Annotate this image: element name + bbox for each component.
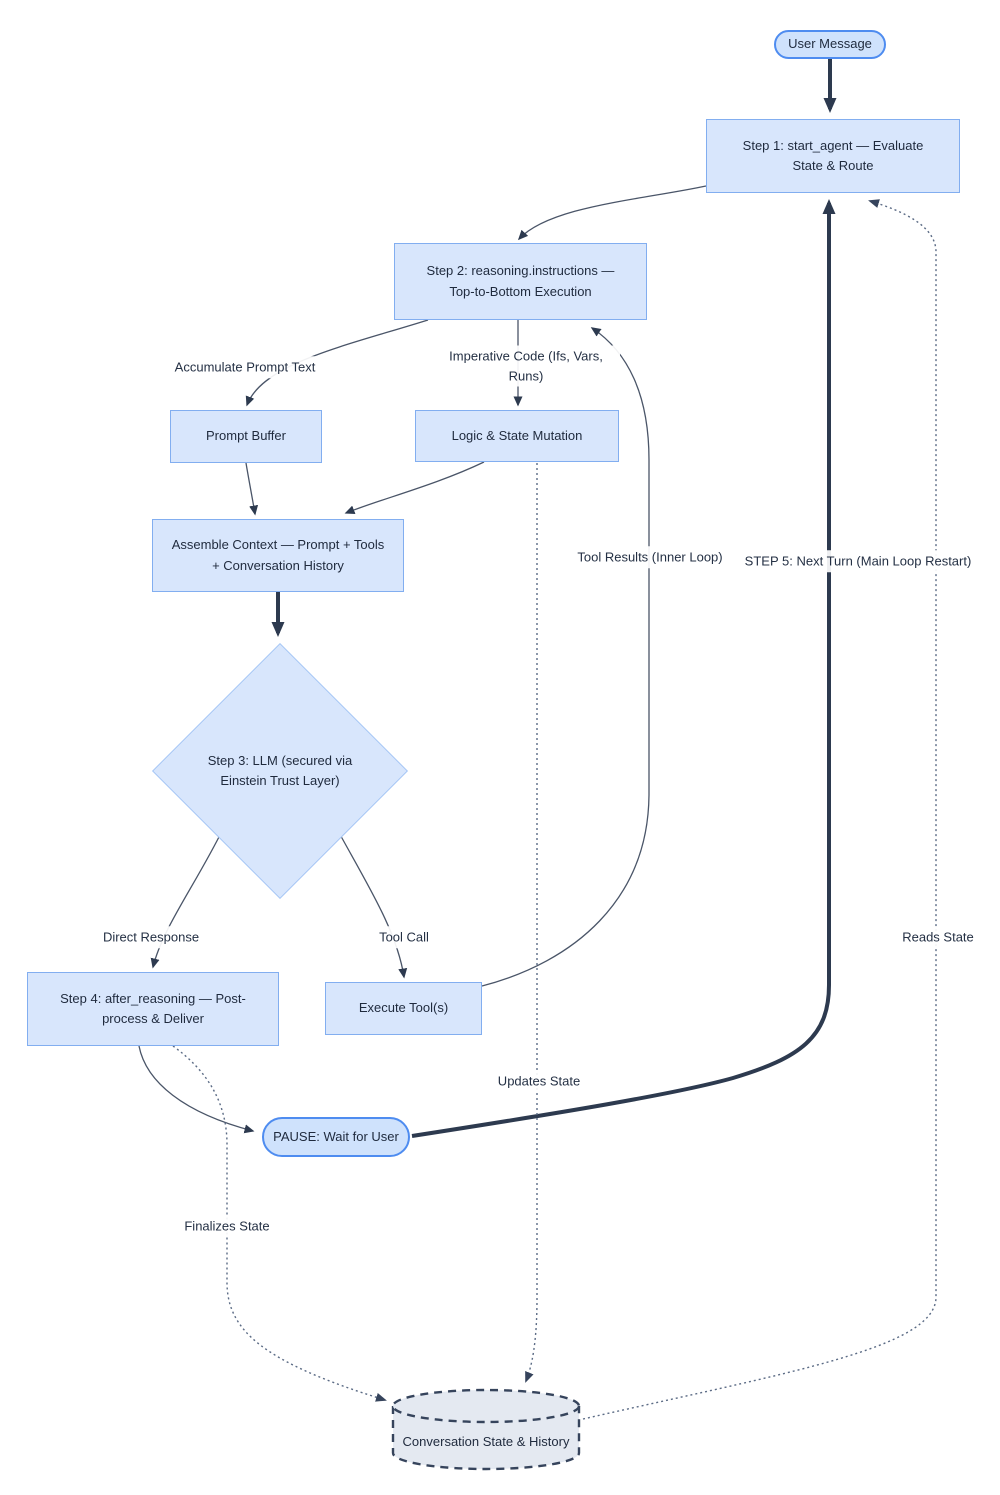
edge-step1-to-step2 xyxy=(517,185,707,241)
edge-pause-to-step1-step5 xyxy=(411,199,836,1138)
edge-label-imperative-code: Imperative Code (Ifs, Vars, Runs) xyxy=(432,345,620,387)
node-assemble-context-label: Assemble Context — Prompt + Tools + Conv… xyxy=(171,537,385,573)
node-logic-state-mutation-label: Logic & State Mutation xyxy=(451,427,583,443)
node-step2-reasoning-instructions: Step 2: reasoning.instructions — Top-to-… xyxy=(394,243,647,320)
node-execute-tools: Execute Tool(s) xyxy=(325,982,482,1035)
edge-prompt-buffer-to-assemble xyxy=(245,462,259,516)
edge-label-tool-call: Tool Call xyxy=(375,926,433,948)
node-assemble-context: Assemble Context — Prompt + Tools + Conv… xyxy=(152,519,404,592)
node-conversation-state-history: Conversation State & History xyxy=(390,1387,582,1473)
edge-label-reads-state: Reads State xyxy=(898,926,978,948)
node-user-message-label: User Message xyxy=(788,36,872,52)
edge-execute-tools-to-step2 xyxy=(481,327,650,987)
node-step3-llm-decision: Step 3: LLM (secured via Einstein Trust … xyxy=(152,643,408,899)
cylinder-shape xyxy=(391,1388,581,1471)
edge-logic-mutation-to-state-dotted xyxy=(525,463,538,1383)
edge-label-finalizes-state: Finalizes State xyxy=(180,1215,274,1237)
node-prompt-buffer: Prompt Buffer xyxy=(170,410,322,463)
node-execute-tools-label: Execute Tool(s) xyxy=(358,1000,449,1016)
edge-step4-to-state-dotted xyxy=(172,1045,387,1402)
node-step1-label: Step 1: start_agent — Evaluate State & R… xyxy=(742,137,924,173)
node-step4-after-reasoning: Step 4: after_reasoning — Post-process &… xyxy=(27,972,279,1046)
edge-state-to-step1-dotted xyxy=(582,199,937,1420)
node-pause-label: PAUSE: Wait for User xyxy=(273,1128,399,1144)
edge-label-tool-results: Tool Results (Inner Loop) xyxy=(573,546,727,568)
node-user-message: User Message xyxy=(774,30,886,59)
node-conversation-state-label: Conversation State & History xyxy=(402,1433,570,1449)
node-step4-label: Step 4: after_reasoning — Post-process &… xyxy=(60,990,246,1026)
edge-logic-mutation-to-assemble xyxy=(344,461,485,515)
node-logic-state-mutation: Logic & State Mutation xyxy=(415,410,619,462)
node-step2-label: Step 2: reasoning.instructions — Top-to-… xyxy=(426,263,615,299)
edge-label-accumulate-prompt-text: Accumulate Prompt Text xyxy=(170,356,320,378)
edge-llm-to-execute-tools xyxy=(336,828,408,979)
node-step3-llm-label: Step 3: LLM (secured via Einstein Trust … xyxy=(207,752,353,788)
node-prompt-buffer-label: Prompt Buffer xyxy=(206,428,286,444)
edge-step4-to-pause xyxy=(138,1045,255,1134)
edge-label-direct-response: Direct Response xyxy=(98,926,204,948)
node-step1-start-agent: Step 1: start_agent — Evaluate State & R… xyxy=(706,119,960,193)
edge-label-updates-state: Updates State xyxy=(493,1070,585,1092)
edge-llm-to-step4 xyxy=(150,828,224,969)
node-pause-wait-for-user: PAUSE: Wait for User xyxy=(262,1117,410,1157)
edge-label-step5-next-turn: STEP 5: Next Turn (Main Loop Restart) xyxy=(734,550,982,572)
